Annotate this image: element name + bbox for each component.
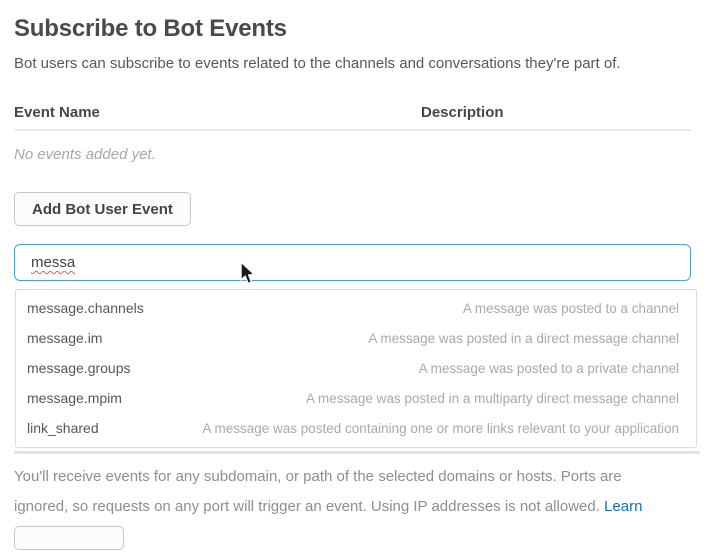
event-name: message.channels [27,300,144,316]
event-description: A message was posted containing one or m… [202,420,679,436]
event-name: message.groups [27,360,131,376]
page-subtitle: Bot users can subscribe to events relate… [14,55,621,72]
partial-bottom-button[interactable] [14,526,124,550]
section-divider [14,451,700,454]
empty-table-message: No events added yet. [14,146,156,163]
event-name: message.mpim [27,390,122,406]
table-header-divider [14,129,691,131]
event-search-input[interactable]: messa [14,244,691,281]
event-description: A message was posted to a channel [462,300,679,316]
dropdown-option-link-shared[interactable]: link_shared A message was posted contain… [16,413,696,443]
event-search-input-value: messa [31,254,76,271]
event-description: A message was posted to a private channe… [418,360,679,376]
dropdown-option-message-mpim[interactable]: message.mpim A message was posted in a m… [16,383,696,413]
domains-note-text: You'll receive events for any subdomain,… [14,468,622,515]
dropdown-option-message-groups[interactable]: message.groups A message was posted to a… [16,353,696,383]
dropdown-option-message-im[interactable]: message.im A message was posted in a dir… [16,323,696,353]
page-title: Subscribe to Bot Events [14,15,287,42]
event-name: link_shared [27,420,99,436]
event-description: A message was posted in a direct message… [368,330,679,346]
event-suggestions-dropdown: message.channels A message was posted to… [15,289,697,448]
event-description: A message was posted in a multiparty dir… [306,390,679,406]
column-header-event-name: Event Name [14,104,100,121]
event-name: message.im [27,330,103,346]
column-header-description: Description [421,104,504,121]
dropdown-option-message-channels[interactable]: message.channels A message was posted to… [16,293,696,323]
add-bot-user-event-button[interactable]: Add Bot User Event [14,192,191,226]
